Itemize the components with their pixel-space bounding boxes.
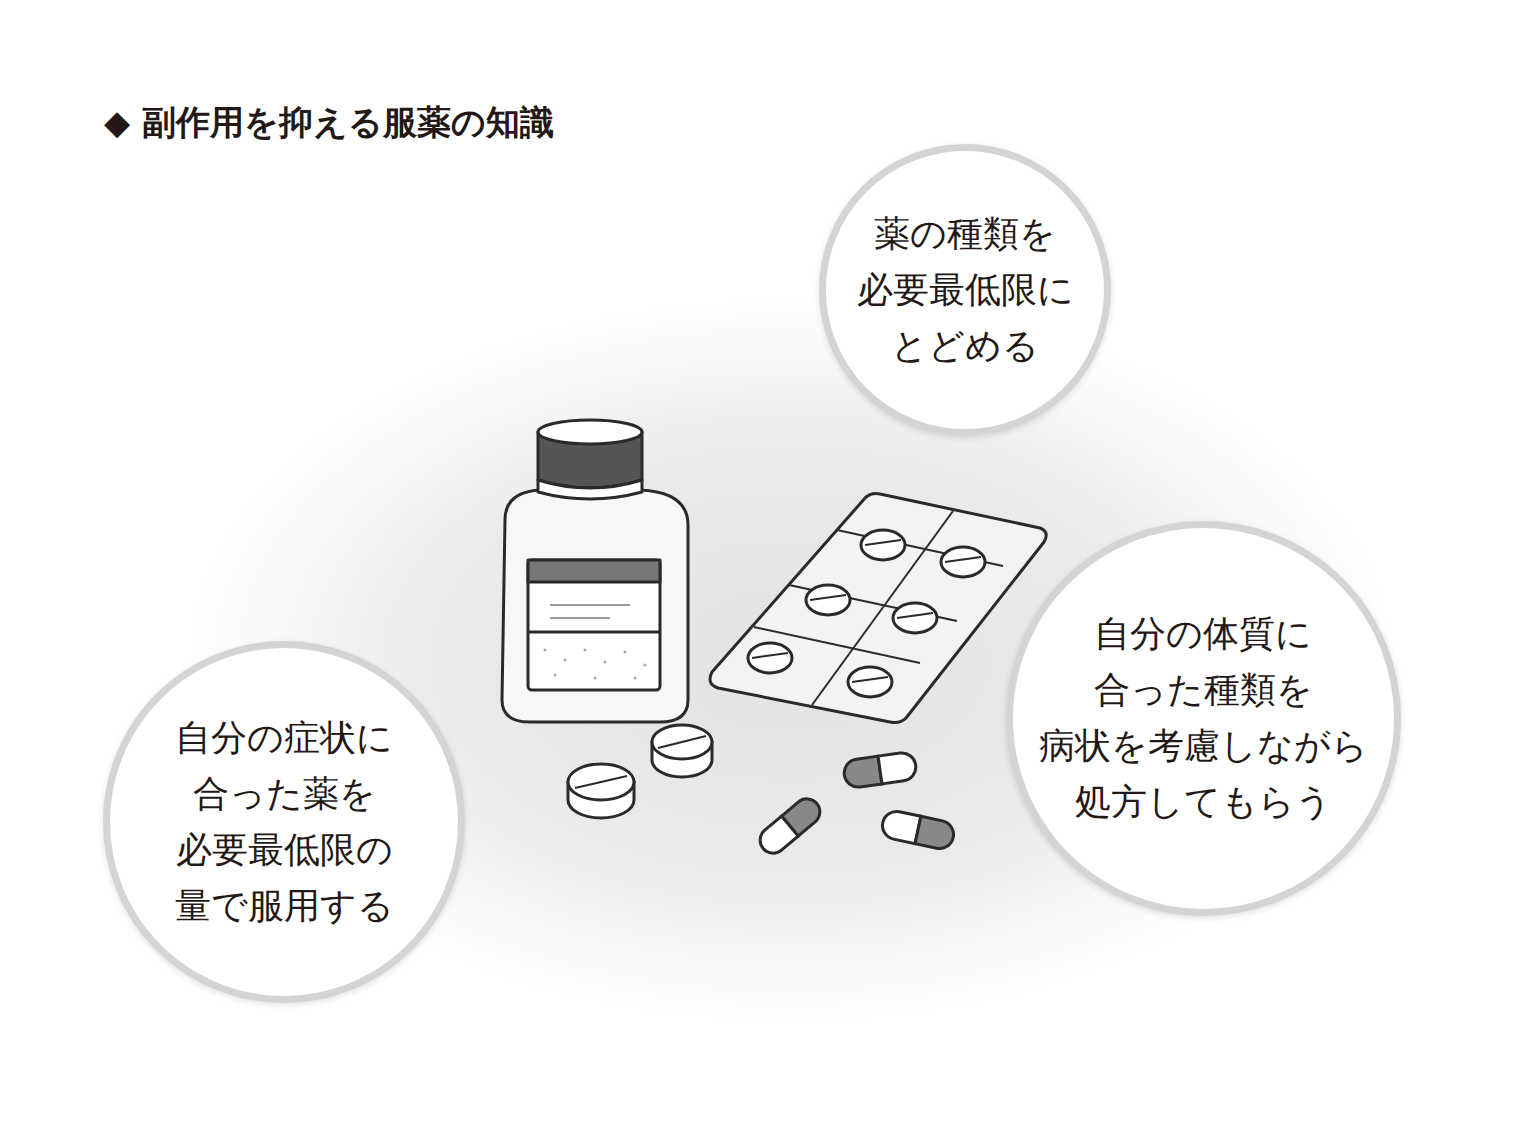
circle-text-group: 自分の症状に 合った薬を 必要最低限の 量で服用する [175, 710, 394, 933]
diagram-title: ◆ 副作用を抑える服薬の知識 [104, 100, 554, 144]
loose-tablets [568, 725, 712, 818]
circle-text: 薬の種類を 必要最低限に とどめる [857, 206, 1074, 373]
info-circle: 薬の種類を 必要最低限に とどめる [819, 144, 1111, 436]
circle-text: 自分の症状に 合った薬を 必要最低限の 量で服用する [175, 710, 394, 933]
info-circle: 自分の体質に 合った種類を 病状を考慮しながら 処方してもらう [1006, 521, 1401, 916]
circle-text-group: 薬の種類を 必要最低限に とどめる [857, 206, 1074, 373]
circle-text: 自分の体質に 合った種類を 病状を考慮しながら 処方してもらう [1039, 606, 1368, 829]
bottle [502, 420, 688, 722]
capsules [755, 751, 956, 858]
circle-text-group: 自分の体質に 合った種類を 病状を考慮しながら 処方してもらう [1039, 606, 1368, 829]
info-circle: 自分の症状に 合った薬を 必要最低限の 量で服用する [103, 641, 465, 1003]
blister-pack [710, 493, 1046, 722]
